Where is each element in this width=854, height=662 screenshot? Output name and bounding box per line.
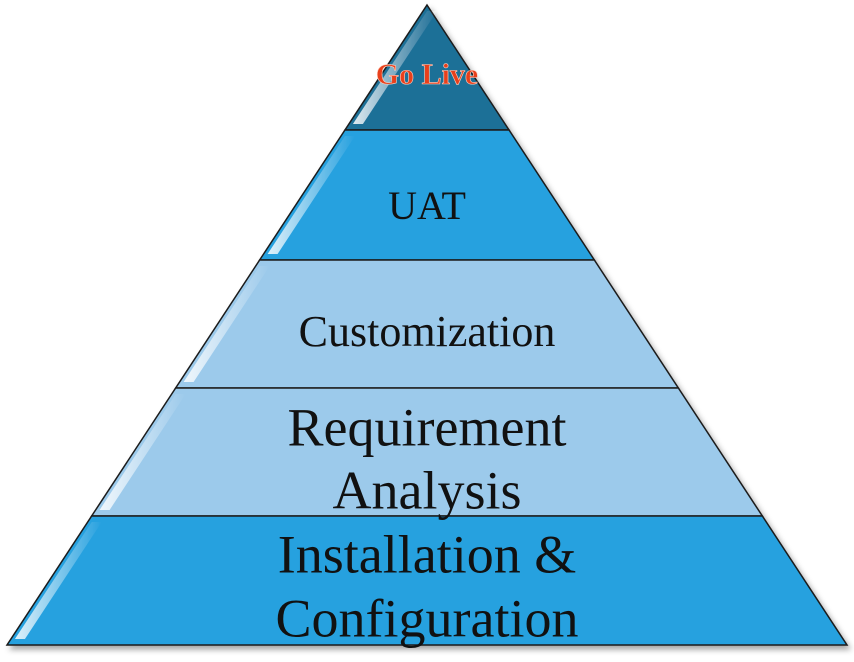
pyramid-level-5-label-line-2: Configuration xyxy=(276,588,579,648)
pyramid-level-4-label-line-1: Requirement xyxy=(288,397,567,457)
pyramid-level-5 xyxy=(5,515,849,646)
pyramid-level-4-highlight xyxy=(99,394,186,510)
pyramid-level-5-label-line-1: Installation & xyxy=(278,524,576,584)
pyramid-level-5-highlight xyxy=(14,522,102,639)
pyramid-level-3-highlight xyxy=(183,266,270,382)
pyramid-level-2-label-line-1: UAT xyxy=(388,183,466,228)
pyramid-level-4-label-line-2: Analysis xyxy=(333,460,522,520)
pyramid-level-1-label-line-1: Go Live xyxy=(376,58,479,91)
pyramid-level-2-highlight xyxy=(267,136,356,254)
pyramid-level-1-highlight xyxy=(352,11,438,124)
pyramid-level-3-label-line-1: Customization xyxy=(299,307,556,356)
